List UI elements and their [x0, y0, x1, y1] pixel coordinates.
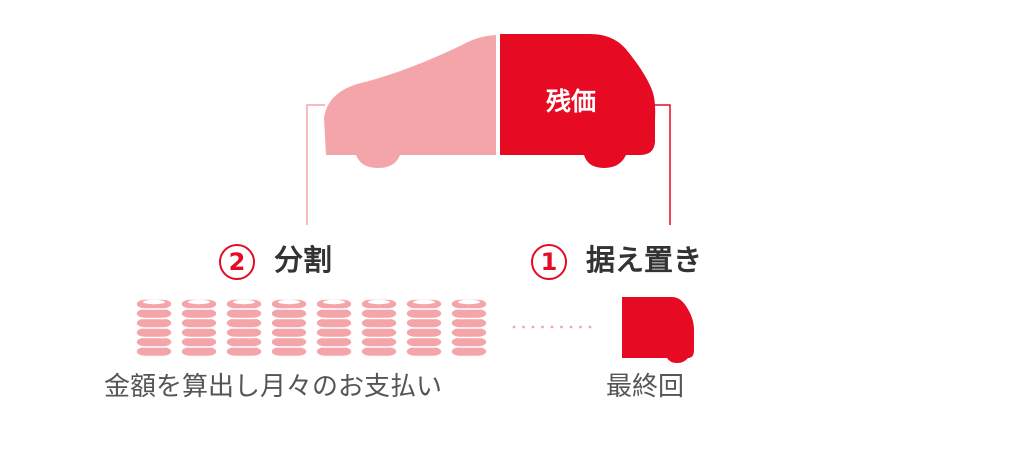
step-deferred-label: 据え置き	[586, 243, 703, 277]
coin-stack	[270, 298, 308, 358]
step-number-badge: 1	[531, 244, 567, 280]
dot	[579, 325, 582, 329]
dot	[512, 325, 516, 329]
connector-deferred	[652, 104, 671, 225]
step-split-label: 分割	[274, 243, 333, 277]
residual-value-label: 残価	[546, 87, 597, 116]
dot	[541, 325, 544, 329]
coin-stack	[405, 298, 443, 358]
car-split-portion	[324, 35, 496, 168]
dot	[560, 325, 563, 329]
coin-stack	[360, 298, 398, 358]
dot	[522, 325, 525, 329]
connector-split	[306, 104, 325, 225]
dot	[531, 325, 535, 329]
coin-stack	[450, 298, 488, 358]
monthly-payment-description: 金額を算出し月々のお支払い	[104, 372, 443, 402]
coin-stack	[135, 298, 173, 358]
coin-stack	[180, 298, 218, 358]
coin-stack	[225, 298, 263, 358]
connector-lines	[306, 104, 671, 225]
coin-stacks	[135, 298, 488, 358]
dot	[588, 325, 592, 329]
final-payment-description: 最終回	[606, 372, 685, 402]
dotted-line	[512, 325, 592, 329]
final-car-icon	[622, 297, 694, 363]
dot	[569, 325, 573, 329]
step-number-badge: 2	[219, 244, 255, 280]
dot	[550, 325, 554, 329]
coin-stack	[315, 298, 353, 358]
car-residual-portion	[500, 34, 656, 168]
